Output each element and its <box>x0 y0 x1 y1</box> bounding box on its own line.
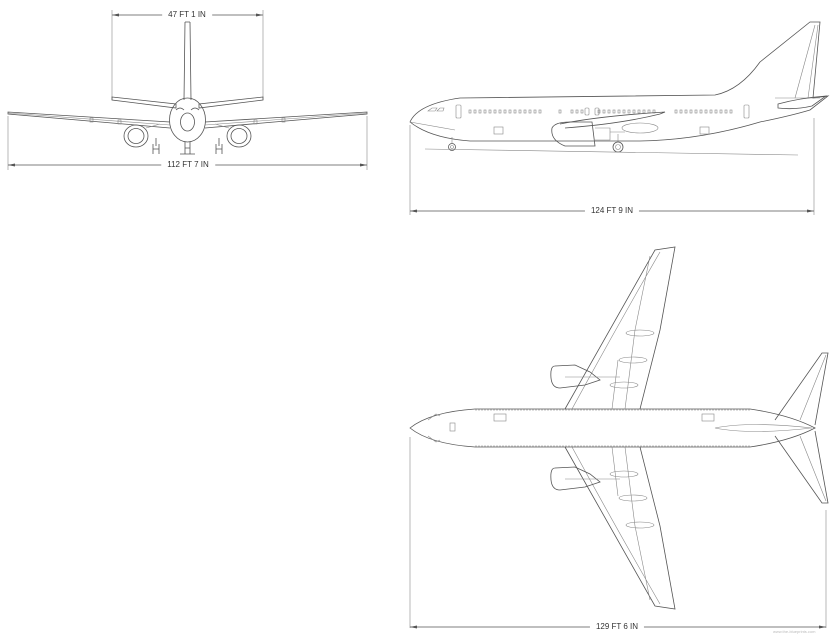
wingspan-dimension-label: 112 FT 7 IN <box>161 160 215 169</box>
side-length-dimension-label: 124 FT 9 IN <box>584 206 640 215</box>
top-length-dimension-label: 129 FT 6 IN <box>589 622 645 631</box>
tail-span-dimension-label: 47 FT 1 IN <box>162 10 212 19</box>
front-view <box>7 10 368 170</box>
side-view <box>409 21 830 215</box>
top-view <box>409 246 829 629</box>
watermark: www.the-blueprints.com <box>773 629 816 634</box>
